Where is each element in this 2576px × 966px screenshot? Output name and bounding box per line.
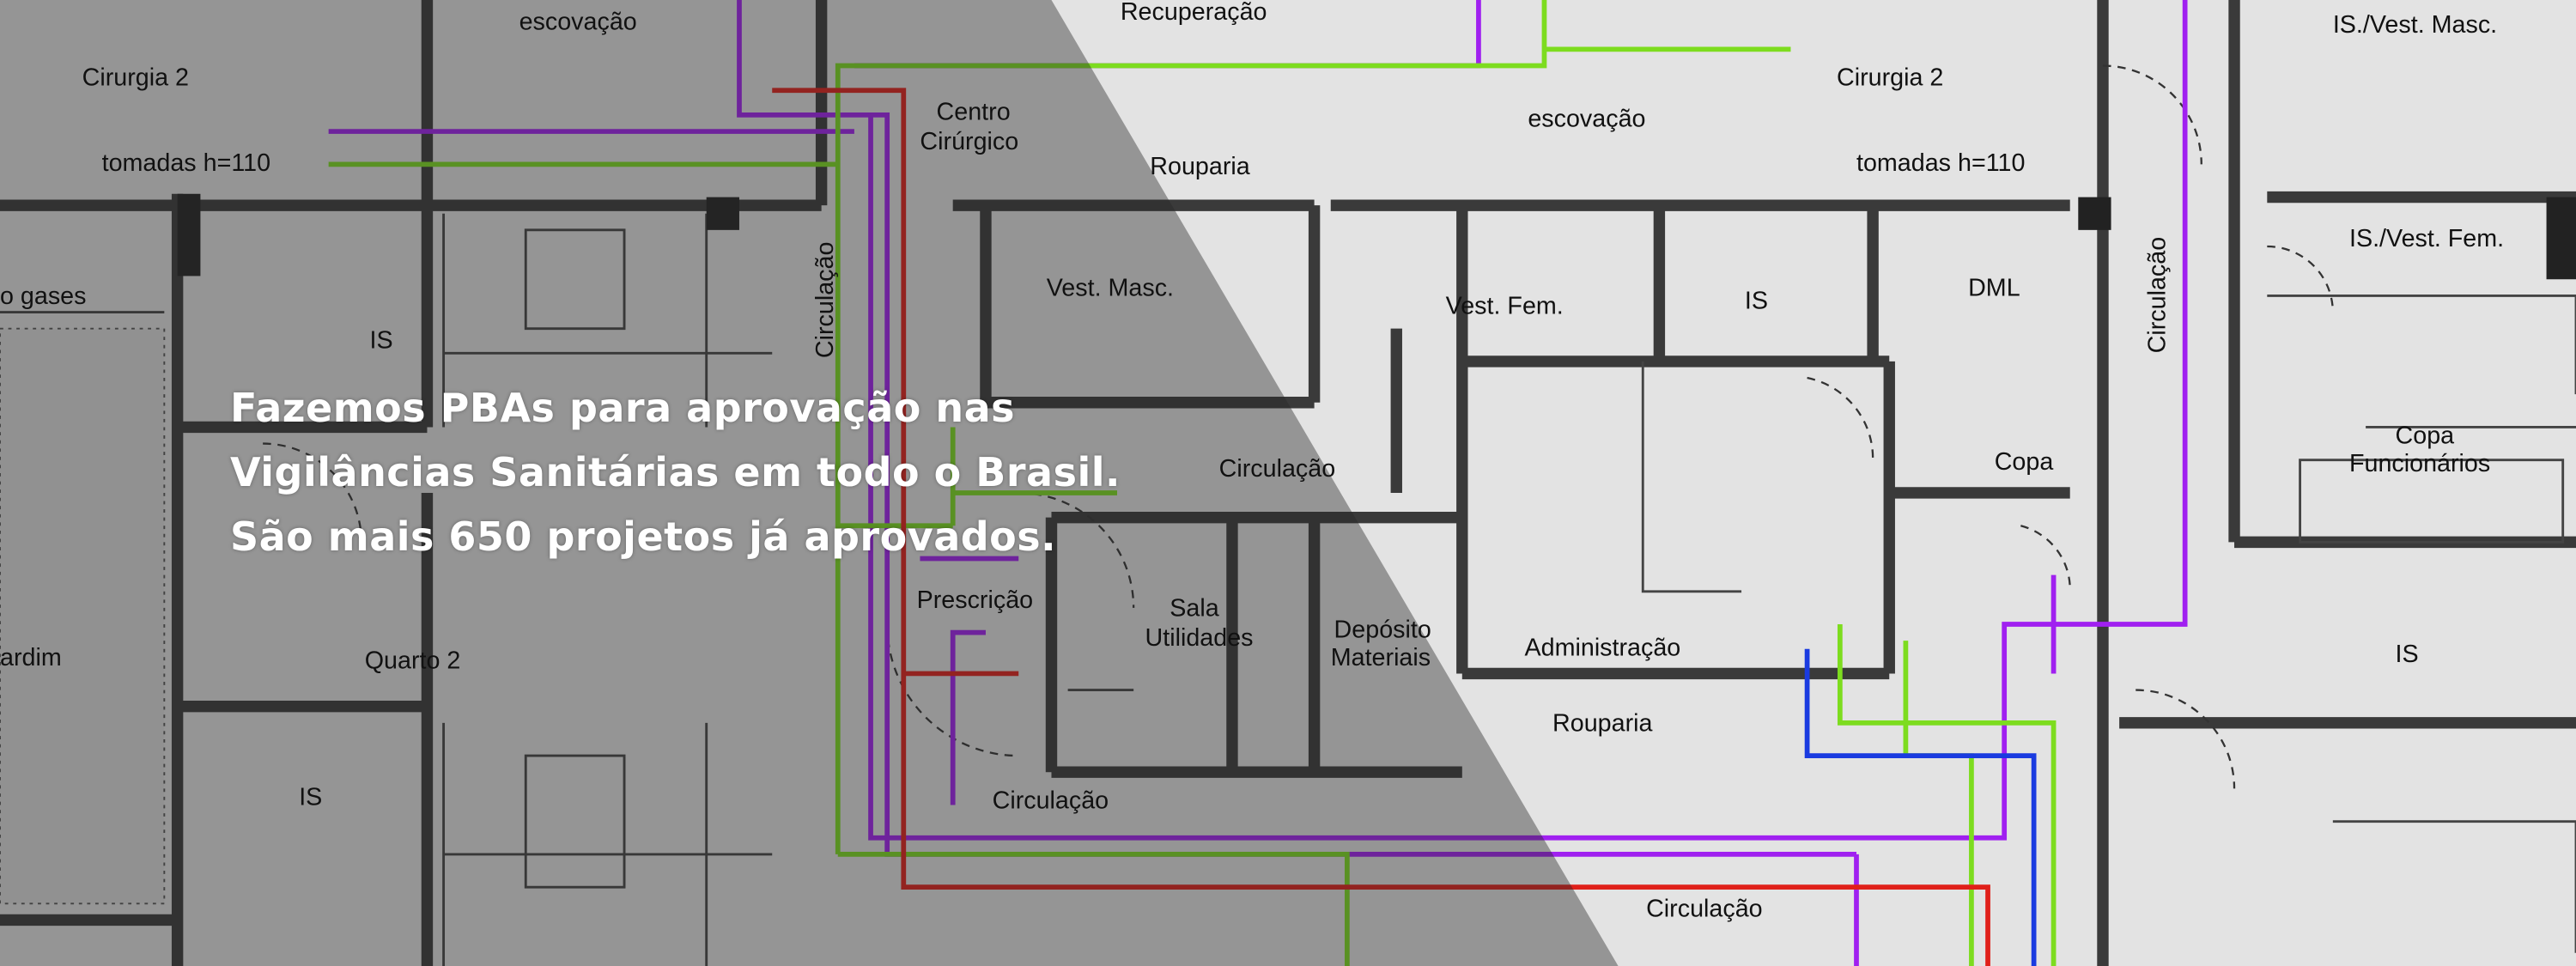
room-label: Cirúrgico xyxy=(920,128,1018,155)
room-label: Circulação xyxy=(2144,237,2172,354)
headline-line: Fazemos PBAs para aprovação nas xyxy=(230,385,1016,431)
room-label: Rouparia xyxy=(1150,153,1249,180)
dark-overlay xyxy=(0,0,1619,966)
room-label: escovação xyxy=(1528,105,1645,132)
room-label: IS xyxy=(369,327,392,355)
room-label: escovação xyxy=(519,8,637,35)
plan-pipes xyxy=(328,0,2188,966)
room-label: Rouparia xyxy=(1552,709,1652,737)
room-label: Circulação xyxy=(1219,455,1336,483)
plan-room-labels: Cirurgia 2 escovação Recuperação Centro … xyxy=(0,0,2504,923)
room-label: tomadas h=110 xyxy=(1856,149,2025,177)
room-label: IS./Vest. Fem. xyxy=(2349,225,2504,252)
room-label: Circulação xyxy=(993,787,1109,814)
room-label: DML xyxy=(1968,274,2020,301)
room-label: Utilidades xyxy=(1145,624,1254,652)
room-label: IS xyxy=(299,783,322,811)
room-label: Vest. Fem. xyxy=(1446,292,1564,319)
hero-headline: Fazemos PBAs para aprovação nas Vigilânc… xyxy=(230,376,1121,569)
room-label: ardim xyxy=(0,644,62,671)
room-label: Funcionários xyxy=(2349,450,2490,477)
room-label: Prescrição xyxy=(917,586,1034,614)
room-label: Copa xyxy=(2396,422,2455,450)
room-label: Cirurgia 2 xyxy=(82,64,189,91)
room-label: Circulação xyxy=(811,242,839,359)
room-label: IS xyxy=(1745,288,1768,315)
room-label: o gases xyxy=(0,283,86,310)
room-label: Administração xyxy=(1525,634,1681,661)
room-label: IS xyxy=(2396,641,2419,668)
room-label: Circulação xyxy=(1646,896,1763,923)
headline-line: Vigilâncias Sanitárias em todo o Brasil. xyxy=(230,449,1121,495)
room-label: Depósito xyxy=(1334,616,1431,643)
room-label: Recuperação xyxy=(1121,0,1267,26)
room-label: Cirurgia 2 xyxy=(1837,64,1943,91)
room-label: Copa xyxy=(1995,448,2054,476)
room-label: Centro xyxy=(937,99,1011,126)
room-label: IS./Vest. Masc. xyxy=(2333,11,2497,39)
room-label: Quarto 2 xyxy=(365,647,461,675)
headline-line: São mais 650 projetos já aprovados. xyxy=(230,513,1057,560)
room-label: Vest. Masc. xyxy=(1047,274,1174,301)
room-label: tomadas h=110 xyxy=(102,149,270,177)
room-label: Sala xyxy=(1170,594,1218,622)
room-label: Materiais xyxy=(1331,644,1431,671)
